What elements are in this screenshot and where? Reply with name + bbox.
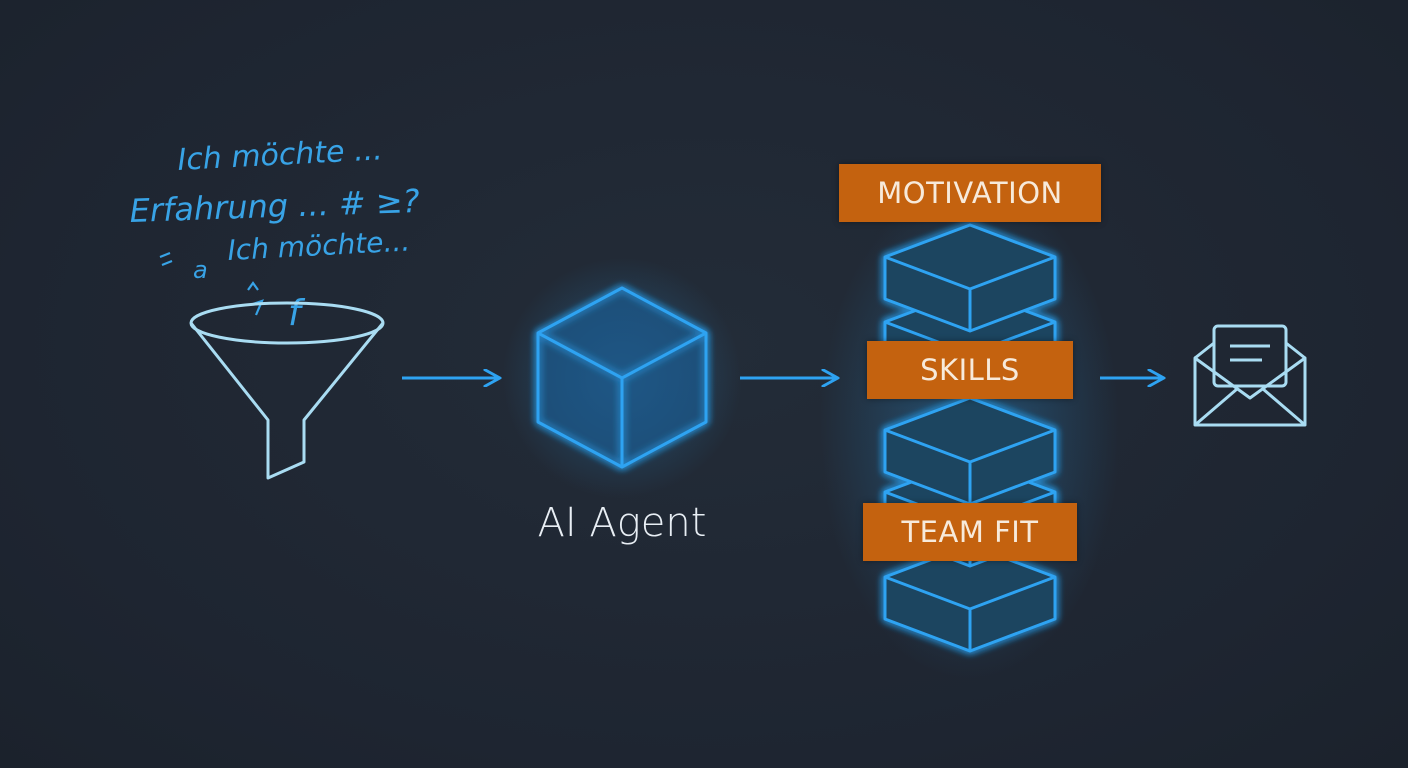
stack-slab-edge <box>884 255 1056 331</box>
criteria-stack-icon <box>883 223 1057 653</box>
note-line-2: Erfahrung ... # ≥? <box>129 182 420 230</box>
criteria-label-skills: SKILLS <box>867 341 1073 399</box>
criteria-label-team-fit: TEAM FIT <box>863 503 1077 561</box>
stack-slab-edge <box>884 575 1056 651</box>
criteria-label-motivation: MOTIVATION <box>839 164 1101 222</box>
note-line-1: Ich möchte ... <box>177 132 384 178</box>
envelope-icon <box>1193 324 1307 427</box>
scribble-marks <box>159 251 264 316</box>
agent-label: AI Agent <box>537 500 707 546</box>
cube-icon <box>536 286 708 469</box>
note-line-3: Ich möchte... <box>227 224 411 267</box>
note-scribble-f: f <box>288 293 306 334</box>
stack-slab-edge <box>884 428 1056 504</box>
funnel-icon <box>189 301 385 480</box>
note-scribble-a: a <box>193 256 208 284</box>
